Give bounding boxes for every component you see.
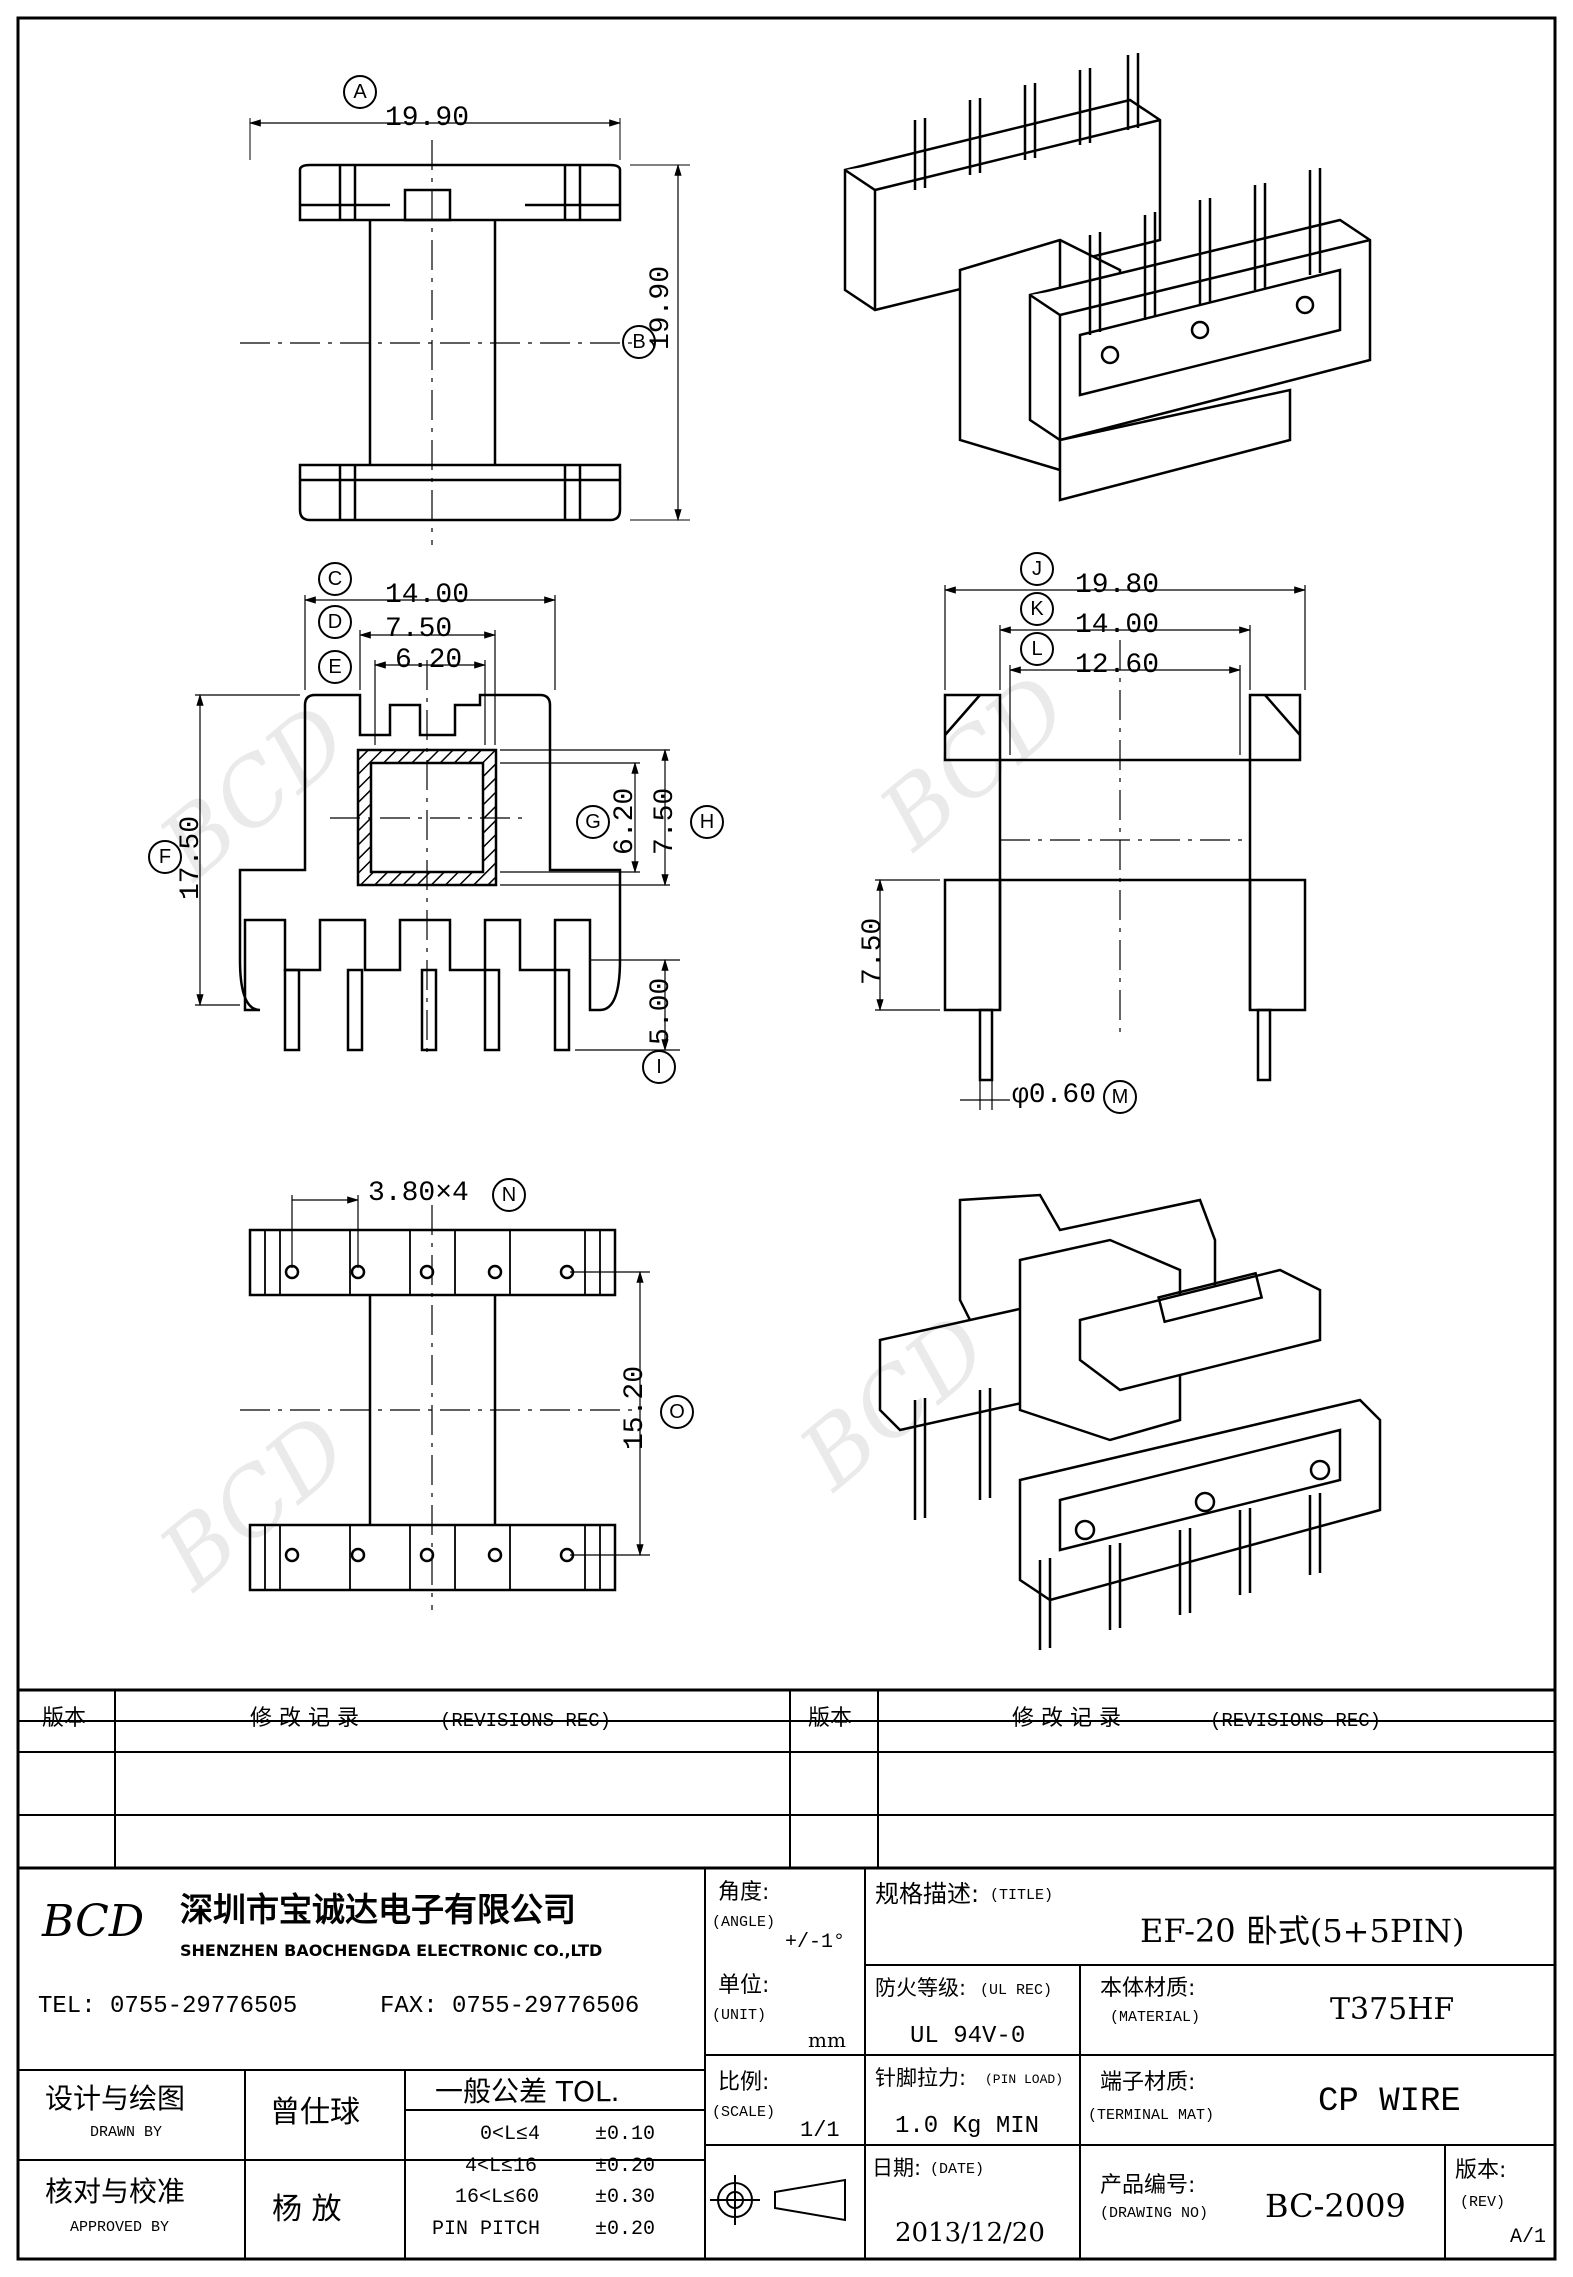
rev-rec-label-en-left: (REVISIONS REC) — [440, 1710, 612, 1732]
dim-value-j: 19.80 — [1075, 570, 1160, 601]
dim-label-e: E — [318, 650, 352, 684]
side-view — [875, 585, 1307, 1110]
dim-value-c: 14.00 — [385, 580, 470, 611]
date-value: 2013/12/20 — [895, 2218, 1045, 2248]
dim-label-c: C — [318, 562, 352, 596]
dim-label-j: J — [1020, 552, 1054, 586]
angle-value: +/-1° — [785, 1931, 846, 1954]
drawing-no-label-en: (DRAWING NO) — [1100, 2205, 1209, 2222]
dim-label-b: B — [622, 325, 656, 359]
company-name-cn: 深圳市宝诚达电子有限公司 — [180, 1890, 576, 1929]
unit-label: 单位: — [718, 1973, 770, 1998]
dim-value-pin-height: 7.50 — [858, 917, 889, 985]
company-fax: FAX: 0755-29776506 — [380, 1993, 640, 2020]
dim-value-k: 14.00 — [1075, 610, 1160, 641]
tol-range-2: 16<L≤60 — [455, 2186, 540, 2209]
ul-label: 防火等级: — [875, 1976, 967, 2000]
terminal-label: 端子材质: — [1100, 2070, 1196, 2095]
terminal-value: CP WIRE — [1318, 2083, 1461, 2121]
scale-value: 1/1 — [800, 2118, 840, 2143]
dim-label-a: A — [343, 75, 377, 109]
drawn-by-value: 曾仕球 — [270, 2095, 360, 2130]
date-label-en: (DATE) — [930, 2161, 985, 2178]
iso-view-top — [843, 53, 1372, 502]
front-view — [195, 595, 680, 1060]
dim-label-m: M — [1103, 1080, 1137, 1114]
dim-value-i: 5.00 — [646, 977, 677, 1045]
rev-value: A/1 — [1510, 2226, 1547, 2249]
angle-label-en: (ANGLE) — [712, 1914, 776, 1931]
company-name-en: SHENZHEN BAOCHENGDA ELECTRONIC CO.,LTD — [180, 1941, 603, 1960]
dim-label-h: H — [690, 805, 724, 839]
tol-range-0: 0<L≤4 — [480, 2123, 541, 2146]
approved-by-label-en: APPROVED BY — [70, 2219, 170, 2236]
ul-label-en: (UL REC) — [980, 1982, 1053, 1999]
pin-load-label-en: (PIN LOAD) — [985, 2072, 1064, 2087]
title-block-grid — [18, 1688, 1555, 2259]
dim-value-a: 19.90 — [385, 103, 470, 134]
title-label: 规格描述: — [875, 1880, 980, 1908]
company-logo: BCD — [42, 1896, 145, 1947]
company-tel: TEL: 0755-29776505 — [38, 1993, 298, 2020]
drawn-by-label: 设计与绘图 — [45, 2082, 186, 2115]
dim-value-f: 17.50 — [176, 815, 207, 900]
dim-value-o: 15.20 — [620, 1365, 651, 1450]
dim-label-d: D — [318, 605, 352, 639]
rev-label-en: (REV) — [1460, 2194, 1506, 2211]
rev-ver-label-left: 版本 — [42, 1706, 87, 1731]
dim-value-m: φ0.60 — [1012, 1080, 1097, 1111]
pin-load-value: 1.0 Kg MIN — [895, 2113, 1040, 2140]
terminal-label-en: (TERMINAL MAT) — [1088, 2107, 1215, 2124]
dim-value-b: 19.90 — [646, 265, 677, 350]
unit-value: mm — [808, 2028, 846, 2052]
tol-value-3: ±0.20 — [595, 2218, 656, 2241]
rev-rec-label-en-right: (REVISIONS REC) — [1210, 1710, 1382, 1732]
tol-value-2: ±0.30 — [595, 2186, 656, 2209]
material-label-en: (MATERIAL) — [1110, 2009, 1201, 2026]
tol-range-1: 4<L≤16 — [465, 2155, 538, 2178]
ul-value: UL 94V-0 — [910, 2023, 1026, 2050]
dim-label-i: I — [642, 1050, 676, 1084]
iso-view-bottom — [878, 1193, 1382, 1650]
date-label: 日期: — [872, 2156, 922, 2180]
dim-label-o: O — [660, 1395, 694, 1429]
dim-value-g: 6.20 — [610, 787, 641, 855]
tol-value-0: ±0.10 — [595, 2123, 656, 2146]
dim-value-l: 12.60 — [1075, 650, 1160, 681]
bottom-view — [240, 1195, 650, 1610]
material-label: 本体材质: — [1100, 1976, 1196, 2001]
dim-label-f: F — [148, 840, 182, 874]
angle-label: 角度: — [718, 1880, 770, 1905]
dim-label-n: N — [492, 1178, 526, 1212]
tolerance-title: 一般公差 TOL. — [435, 2075, 620, 2108]
tol-range-3: PIN PITCH — [432, 2218, 541, 2241]
drawing-no-label: 产品编号: — [1100, 2173, 1196, 2198]
material-value: T375HF — [1330, 1992, 1455, 2027]
rev-rec-label-left: 修 改 记 录 — [250, 1706, 359, 1731]
rev-label: 版本: — [1455, 2158, 1507, 2183]
tol-value-1: ±0.20 — [595, 2155, 656, 2178]
dim-value-d: 7.50 — [385, 614, 453, 645]
dim-value-h: 7.50 — [650, 787, 681, 855]
dim-label-g: G — [576, 805, 610, 839]
scale-label: 比例: — [718, 2070, 770, 2095]
dim-value-n: 3.80×4 — [368, 1178, 469, 1209]
top-view — [240, 118, 690, 545]
approved-by-value: 杨 放 — [272, 2192, 342, 2227]
drawn-by-label-en: DRAWN BY — [90, 2124, 163, 2141]
dim-label-l: L — [1020, 632, 1054, 666]
rev-rec-label-right: 修 改 记 录 — [1012, 1706, 1121, 1731]
title-label-en: (TITLE) — [990, 1887, 1054, 1904]
dim-value-e: 6.20 — [395, 645, 463, 676]
pin-load-label: 针脚拉力: — [875, 2066, 967, 2090]
drawing-no-value: BC-2009 — [1265, 2187, 1406, 2225]
rev-ver-label-right: 版本 — [808, 1706, 853, 1731]
scale-label-en: (SCALE) — [712, 2104, 776, 2121]
approved-by-label: 核对与校准 — [45, 2175, 186, 2208]
unit-label-en: (UNIT) — [712, 2007, 767, 2024]
title-value: EF-20 卧式(5+5PIN) — [1140, 1912, 1465, 1950]
dim-label-k: K — [1020, 592, 1054, 626]
